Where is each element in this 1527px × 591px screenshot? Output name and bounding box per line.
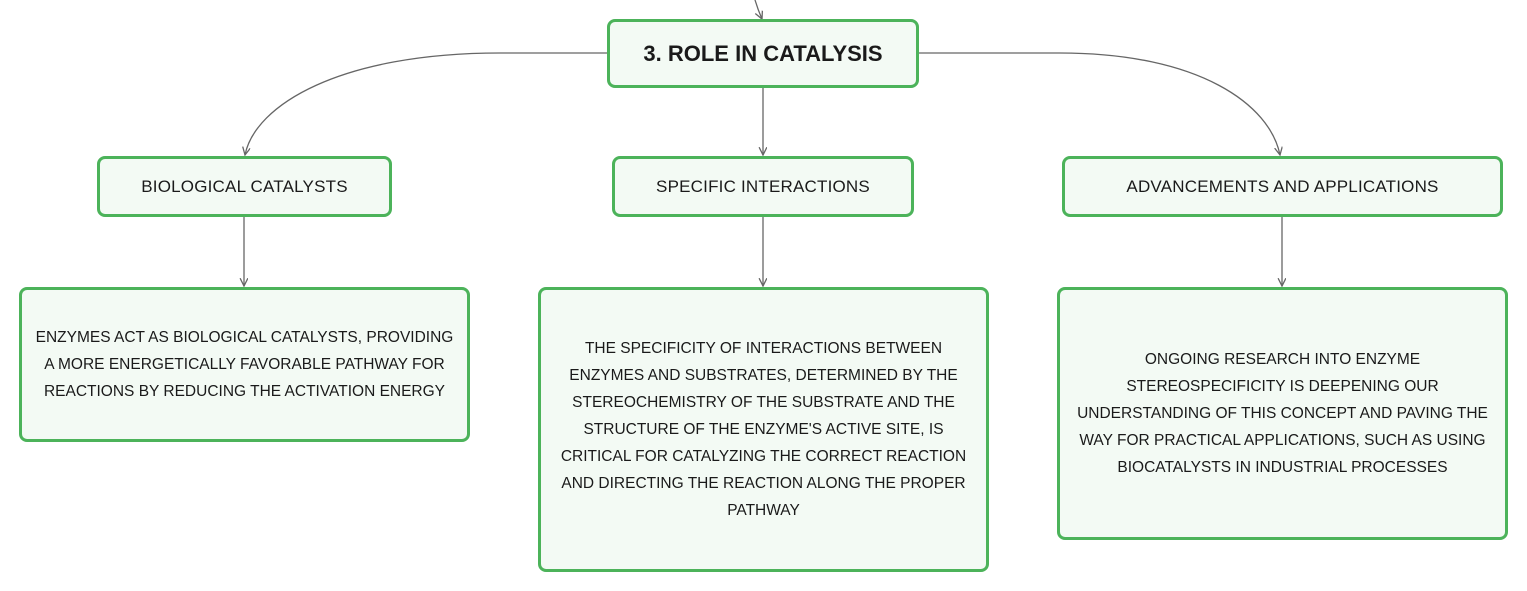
detail-node-specific-interactions[interactable]: THE SPECIFICITY OF INTERACTIONS BETWEEN …: [538, 287, 989, 572]
topic-node-advancements-and-applications[interactable]: ADVANCEMENTS AND APPLICATIONS: [1062, 156, 1503, 217]
detail-node-text: ENZYMES ACT AS BIOLOGICAL CATALYSTS, PRO…: [35, 329, 454, 400]
topic-node-label: SPECIFIC INTERACTIONS: [656, 176, 870, 196]
topic-node-label: ADVANCEMENTS AND APPLICATIONS: [1126, 176, 1439, 196]
detail-node-text: ONGOING RESEARCH INTO ENZYME STEREOSPECI…: [1077, 351, 1488, 476]
topic-node-specific-interactions[interactable]: SPECIFIC INTERACTIONS: [612, 156, 914, 217]
root-node-label: 3. ROLE IN CATALYSIS: [643, 40, 883, 66]
topic-node-label: BIOLOGICAL CATALYSTS: [141, 176, 348, 196]
connector-root-to-biological: [245, 52, 607, 155]
connector-root-to-advancements: [919, 52, 1280, 155]
root-node[interactable]: 3. ROLE IN CATALYSIS: [607, 19, 919, 88]
topic-node-biological-catalysts[interactable]: BIOLOGICAL CATALYSTS: [97, 156, 392, 217]
detail-node-advancements-and-applications[interactable]: ONGOING RESEARCH INTO ENZYME STEREOSPECI…: [1057, 287, 1508, 540]
detail-node-text: THE SPECIFICITY OF INTERACTIONS BETWEEN …: [560, 340, 967, 519]
detail-node-biological-catalysts[interactable]: ENZYMES ACT AS BIOLOGICAL CATALYSTS, PRO…: [19, 287, 470, 442]
connector-parent-to-root: [754, 0, 762, 19]
